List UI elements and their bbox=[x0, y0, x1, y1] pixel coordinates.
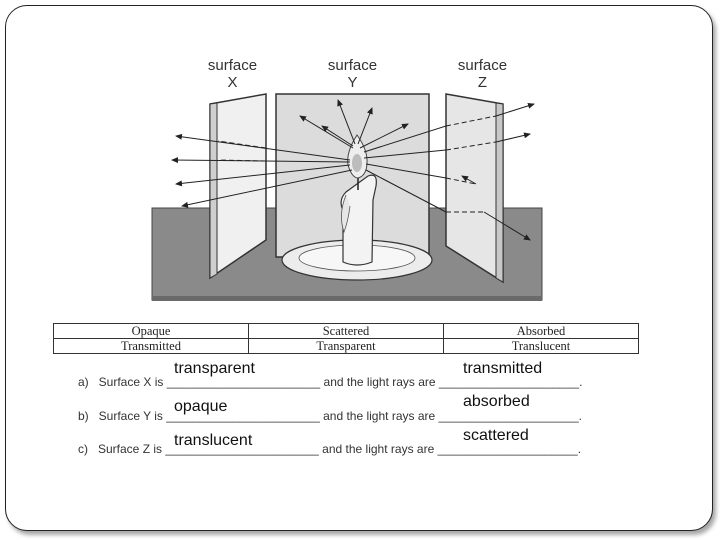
candle bbox=[340, 174, 377, 266]
answer-c-rays: scattered bbox=[463, 427, 529, 444]
word-bank-table: Opaque Scattered Absorbed Transmitted Tr… bbox=[53, 323, 639, 354]
word-bank-cell: Opaque bbox=[53, 323, 249, 339]
answer-a-rays: transmitted bbox=[463, 360, 543, 377]
question-a: a) Surface X is _______________________ … bbox=[78, 375, 583, 389]
word-bank-row: Transmitted Transparent Translucent bbox=[53, 338, 639, 354]
answer-b-surface: opaque bbox=[174, 398, 228, 415]
word-bank-cell: Absorbed bbox=[443, 323, 639, 339]
answer-a-surface: transparent bbox=[174, 360, 255, 377]
word-bank-row: Opaque Scattered Absorbed bbox=[53, 323, 639, 339]
answer-c-surface: translucent bbox=[174, 432, 253, 449]
word-bank-cell: Transparent bbox=[248, 338, 444, 354]
answer-b-rays: absorbed bbox=[463, 393, 530, 410]
question-b: b) Surface Y is _______________________ … bbox=[78, 409, 582, 423]
word-bank-cell: Translucent bbox=[443, 338, 639, 354]
question-c: c) Surface Z is _______________________ … bbox=[78, 442, 582, 456]
word-bank-cell: Scattered bbox=[248, 323, 444, 339]
word-bank-cell: Transmitted bbox=[53, 338, 249, 354]
